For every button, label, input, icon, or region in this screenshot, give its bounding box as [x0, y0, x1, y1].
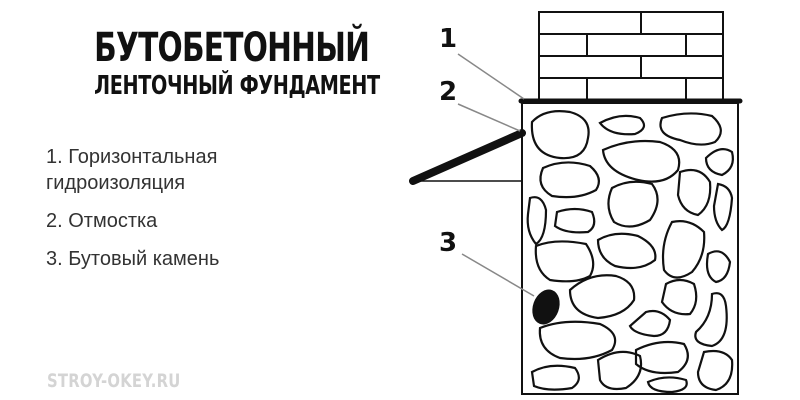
legend-item-rubble-stone: 3. Бутовый камень [46, 248, 220, 270]
legend-item-blind-area: 2. Отмостка [46, 210, 158, 232]
legend: 1. Горизонтальная гидроизоляция 2. Отмос… [46, 144, 346, 284]
foundation-body [521, 102, 739, 395]
callout-number-2: 2 [439, 77, 458, 107]
blind-area [409, 129, 526, 185]
callout-number-1: 1 [439, 24, 458, 54]
brick-wall [538, 11, 724, 102]
highlighted-rubble-stone [532, 289, 560, 325]
rubble-stones [526, 110, 734, 394]
leader-lines [457, 53, 535, 297]
legend-item-waterproofing: 1. Горизонтальная гидроизоляция [46, 146, 218, 194]
watermark: STROY-OKEY.RU [47, 370, 181, 392]
title-line-1: БУТОБЕТОННЫЙ [94, 25, 370, 71]
diagram-title: БУТОБЕТОННЫЙ ЛЕНТОЧНЫЙ ФУНДАМЕНТ [44, 28, 430, 99]
title-line-2: ЛЕНТОЧНЫЙ ФУНДАМЕНТ [94, 71, 380, 101]
callout-number-3: 3 [439, 228, 458, 258]
